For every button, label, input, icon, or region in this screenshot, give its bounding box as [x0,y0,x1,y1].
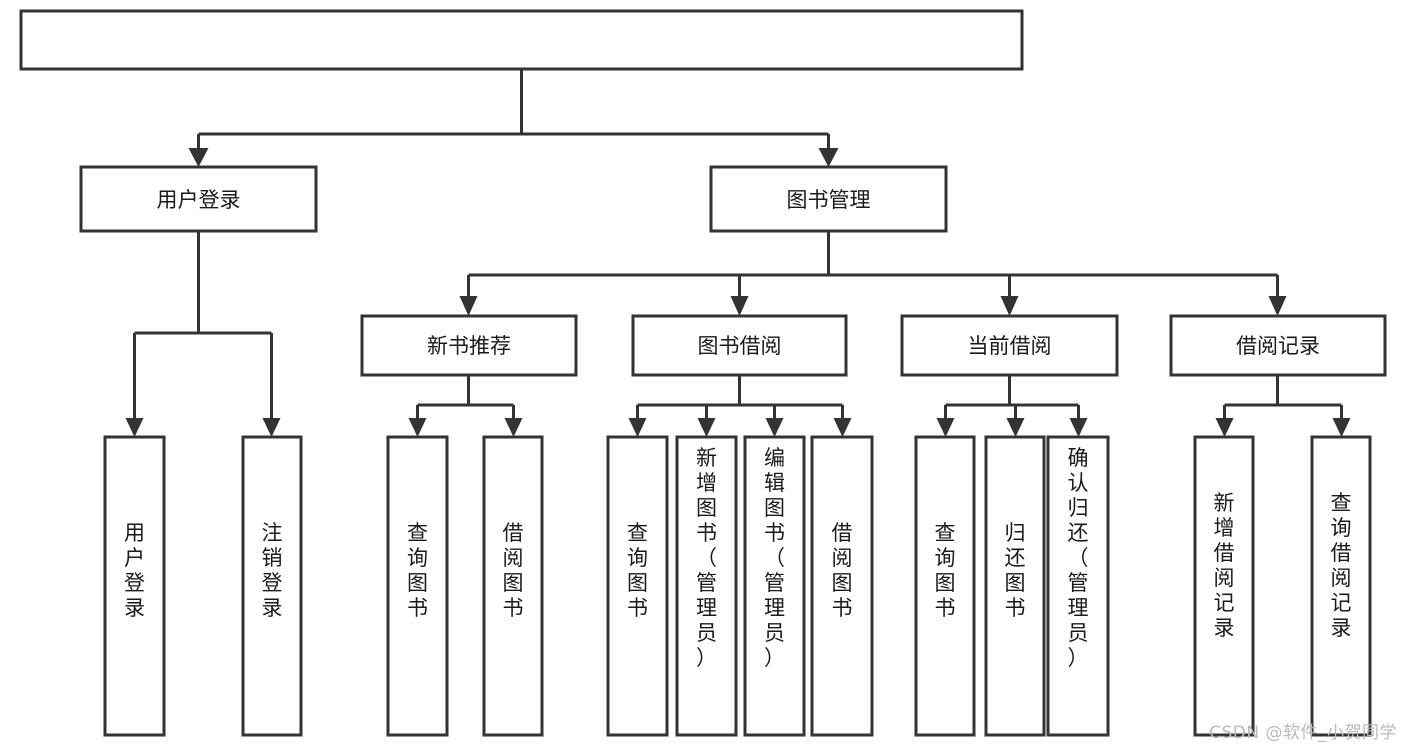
leaf-borrow-book-label: 借阅图书 [832,521,853,620]
node-current-borrow-label: 当前借阅 [968,334,1052,358]
arrowhead-current-leaf3 [1069,418,1088,437]
leaf-query-borrow-record[interactable]: 查询借阅记录 [1310,435,1372,737]
leaf-confirm-return-admin[interactable]: 确认归还（管理员） [1046,435,1110,737]
leaf-confirm-return-admin-box[interactable] [1046,435,1110,737]
node-book-borrow-label: 图书借阅 [698,334,782,358]
leaf-return-book-box[interactable] [984,435,1046,737]
leaf-query-book-newbook-box[interactable] [386,435,449,737]
arrowhead-current-leaf1 [936,418,955,437]
arrowhead-to-user-login [188,148,209,167]
leaf-query-book-borrow[interactable]: 查询图书 [606,435,669,737]
leaf-edit-book-admin-box[interactable] [743,435,806,737]
arrowhead-to-record [1268,296,1287,316]
leaf-query-borrow-record-box[interactable] [1310,435,1372,737]
leaf-user-login[interactable]: 用户登录 [103,435,166,737]
leaf-query-book-newbook[interactable]: 查询图书 [386,435,449,737]
arrowhead-borrow-leaf1 [628,418,647,437]
leaf-query-borrow-record-label: 查询借阅记录 [1331,491,1352,640]
node-current-borrow-box[interactable] [900,314,1119,377]
node-root[interactable] [19,9,1024,71]
node-user-login-label: 用户登录 [157,188,241,212]
arrowhead-borrow-leaf3 [765,418,784,437]
leaf-user-login-box[interactable] [103,435,166,737]
leaf-add-borrow-record-label: 新增借阅记录 [1214,491,1235,640]
leaf-borrow-book-newbook-label: 借阅图书 [503,521,524,620]
arrowhead-to-newbook [459,296,478,316]
leaf-query-book-borrow-label: 查询图书 [627,521,648,620]
leaf-query-book-current-box[interactable] [914,435,976,737]
node-book-management[interactable]: 图书管理 [709,165,948,233]
arrowhead-borrow-leaf4 [833,418,852,437]
arrowhead-to-current [1000,296,1019,316]
leaf-query-book-current[interactable]: 查询图书 [914,435,976,737]
leaf-add-book-admin-box[interactable] [675,435,738,737]
arrowhead-record-leaf1 [1215,418,1234,437]
node-book-management-label: 图书管理 [787,188,871,212]
node-root-box[interactable] [19,9,1024,71]
arrowhead-to-book-mgmt [818,148,839,167]
arrowhead-borrow-leaf2 [697,418,716,437]
leaf-query-book-newbook-label: 查询图书 [407,521,428,620]
leaf-query-book-current-label: 查询图书 [935,521,956,620]
arrowhead-newbook-leaf2 [504,418,523,437]
leaf-borrow-book[interactable]: 借阅图书 [810,435,874,737]
arrowhead-to-borrow [730,296,749,316]
leaf-borrow-book-box[interactable] [810,435,874,737]
leaf-borrow-book-newbook-box[interactable] [482,435,544,737]
leaf-add-book-admin-label: 新增图书（管理员） [696,446,717,670]
leaf-logout[interactable]: 注销登录 [241,435,303,737]
arrowhead-record-leaf2 [1332,418,1351,437]
leaf-confirm-return-admin-label: 确认归还（管理员） [1068,446,1089,670]
connector-layer [125,69,1351,437]
leaf-edit-book-admin-label: 编辑图书（管理员） [764,446,785,670]
node-new-book-recommend-box[interactable] [360,314,578,377]
leaf-add-borrow-record-box[interactable] [1193,435,1255,737]
leaf-return-book-label: 归还图书 [1005,521,1026,620]
node-borrow-record-label: 借阅记录 [1236,334,1320,358]
leaf-user-login-label: 用户登录 [124,521,145,620]
node-book-management-box[interactable] [709,165,948,233]
node-layer: 用户登录 图书管理 新书推荐 图书借阅 当前借阅 借阅记录 [19,9,1387,737]
leaf-add-book-admin[interactable]: 新增图书（管理员） [675,435,738,737]
leaf-logout-box[interactable] [241,435,303,737]
node-new-book-recommend[interactable]: 新书推荐 [360,314,578,377]
leaf-return-book[interactable]: 归还图书 [984,435,1046,737]
arrowhead-userlogin-leaf2 [262,418,281,437]
node-new-book-recommend-label: 新书推荐 [427,334,511,358]
node-borrow-record[interactable]: 借阅记录 [1169,314,1387,377]
node-user-login-box[interactable] [79,165,318,233]
node-user-login[interactable]: 用户登录 [79,165,318,233]
arrowhead-current-leaf2 [1006,418,1025,437]
leaf-query-book-borrow-box[interactable] [606,435,669,737]
node-book-borrow[interactable]: 图书借阅 [631,314,848,377]
csdn-watermark: CSDN @软件_小贺同学 [1209,723,1397,743]
node-borrow-record-box[interactable] [1169,314,1387,377]
leaf-edit-book-admin[interactable]: 编辑图书（管理员） [743,435,806,737]
node-book-borrow-box[interactable] [631,314,848,377]
node-current-borrow[interactable]: 当前借阅 [900,314,1119,377]
arrowhead-userlogin-leaf1 [125,418,144,437]
leaf-add-borrow-record[interactable]: 新增借阅记录 [1193,435,1255,737]
leaf-logout-label: 注销登录 [262,521,283,620]
arrowhead-newbook-leaf1 [408,418,427,437]
leaf-borrow-book-newbook[interactable]: 借阅图书 [482,435,544,737]
